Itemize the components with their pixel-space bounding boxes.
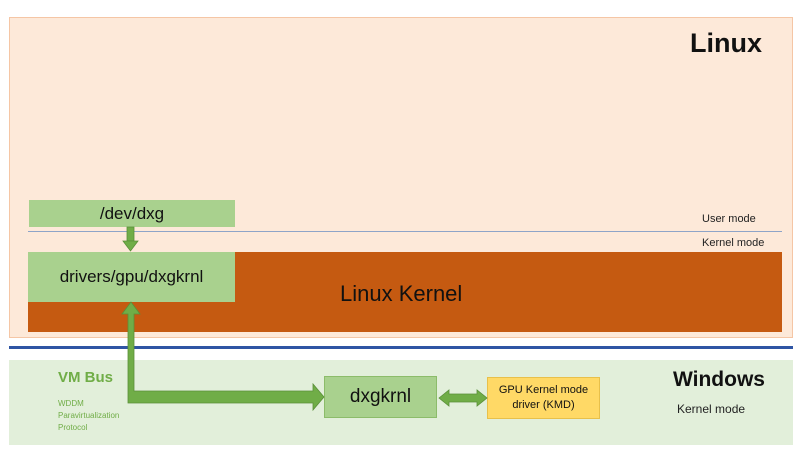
drivers-dxgkrnl-label: drivers/gpu/dxgkrnl <box>59 267 204 286</box>
vm-bus-desc-line: WDDM <box>58 399 84 408</box>
gpu-kmd-label-line1: GPU Kernel mode <box>498 384 589 396</box>
user-mode-label: User mode <box>702 213 756 225</box>
vm-bus-desc-line: Protocol <box>58 423 88 432</box>
dev-dxg-label: /dev/dxg <box>99 203 165 223</box>
windows-dxgkrnl-label: dxgkrnl <box>349 386 412 407</box>
mode-divider-line <box>28 231 782 232</box>
arrow-devdxg-to-drivers <box>122 226 139 252</box>
windows-dxgkrnl-box: dxgkrnl <box>324 376 437 418</box>
vm-bus-description: WDDM Paravirtualization Protocol <box>58 398 119 434</box>
arrow-drivers-to-dxgkrnl <box>121 301 325 412</box>
linux-kernel-label: Linux Kernel <box>340 281 463 306</box>
gpu-kmd-box: GPU Kernel mode driver (KMD) <box>487 377 600 419</box>
vm-bus-desc-line: Paravirtualization <box>58 411 120 420</box>
windows-title: Windows <box>673 368 765 391</box>
windows-kernel-mode-label: Kernel mode <box>677 402 746 416</box>
gpu-kmd-label-line2: driver (KMD) <box>512 399 575 411</box>
linux-title: Linux <box>690 28 762 58</box>
os-separator-line <box>9 346 793 349</box>
dev-dxg-box: /dev/dxg <box>29 200 235 227</box>
arrow-dxgkrnl-kmd <box>438 389 488 407</box>
drivers-dxgkrnl-box: drivers/gpu/dxgkrnl <box>28 252 235 302</box>
kernel-mode-label: Kernel mode <box>702 237 765 249</box>
vm-bus-title: VM Bus <box>58 369 114 386</box>
